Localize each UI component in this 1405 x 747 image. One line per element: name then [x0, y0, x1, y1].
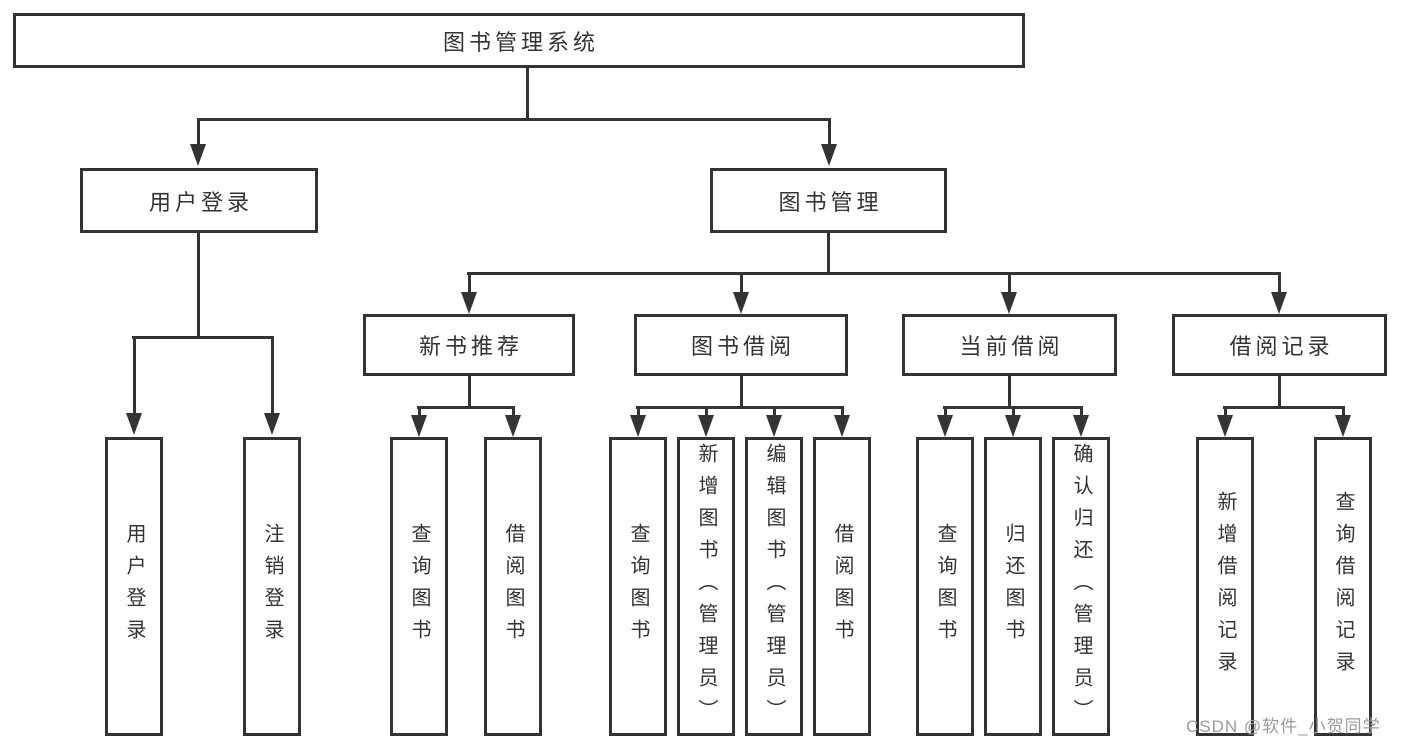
- leaf-bb-add-books-admin: 新增图书（管理员）: [677, 437, 735, 736]
- connector-vline: [636, 406, 640, 416]
- leaf-nbr-borrow-books: 借阅图书: [484, 437, 542, 736]
- arrow-down-icon: [126, 413, 142, 435]
- node-current-borrowing: 当前借阅: [902, 314, 1117, 376]
- connector-vline: [1223, 406, 1227, 416]
- node-label: 新增借阅记录: [1214, 490, 1236, 683]
- node-borrowing-records: 借阅记录: [1172, 314, 1387, 376]
- leaf-br-add-borrow-record: 新增借阅记录: [1196, 437, 1254, 736]
- connector-vline: [943, 406, 947, 416]
- arrow-down-icon: [766, 415, 782, 437]
- watermark: CSDN @软件_小贺同学: [1186, 717, 1381, 736]
- connector-vline: [467, 374, 471, 409]
- arrow-down-icon: [1005, 415, 1021, 437]
- node-book-borrowing: 图书借阅: [634, 314, 848, 376]
- node-label: 借阅图书: [831, 522, 853, 651]
- connector-vline: [704, 406, 708, 416]
- node-label: 新书推荐: [418, 334, 523, 359]
- node-label: 确认归还（管理员）: [1070, 442, 1092, 731]
- arrow-down-icon: [505, 415, 521, 437]
- connector-hline: [1223, 406, 1345, 409]
- node-label: 当前借阅: [959, 334, 1064, 359]
- leaf-br-query-borrow-record: 查询借阅记录: [1314, 437, 1372, 736]
- connector-vline: [827, 118, 831, 145]
- node-label: 新增图书（管理员）: [695, 442, 717, 731]
- connector-vline: [525, 66, 529, 120]
- arrow-down-icon: [190, 144, 206, 166]
- leaf-nbr-query-books: 查询图书: [390, 437, 448, 736]
- leaf-cb-query-books: 查询图书: [916, 437, 974, 736]
- leaf-bb-borrow-books: 借阅图书: [813, 437, 871, 736]
- arrow-down-icon: [733, 292, 749, 314]
- leaf-bb-query-books: 查询图书: [609, 437, 667, 736]
- connector-vline: [196, 118, 200, 145]
- node-user-login: 用户登录: [80, 168, 318, 233]
- connector-vline: [1341, 406, 1345, 416]
- connector-vline: [1079, 406, 1083, 416]
- connector-vline: [1278, 374, 1281, 409]
- connector-vline: [739, 272, 743, 293]
- connector-vline: [132, 336, 136, 414]
- arrow-down-icon: [821, 144, 837, 166]
- arrow-down-icon: [937, 415, 953, 437]
- node-label: 用户登录: [123, 522, 145, 651]
- arrow-down-icon: [1073, 415, 1089, 437]
- node-new-book-recommendation: 新书推荐: [363, 314, 575, 376]
- connector-hline: [467, 272, 1281, 275]
- node-book-management: 图书管理: [710, 168, 947, 233]
- arrow-down-icon: [1001, 292, 1017, 314]
- node-label: 查询借阅记录: [1332, 490, 1354, 683]
- connector-vline: [1008, 374, 1011, 409]
- arrow-down-icon: [1217, 415, 1233, 437]
- connector-hline: [636, 406, 844, 409]
- arrow-down-icon: [1271, 292, 1287, 314]
- arrow-down-icon: [834, 415, 850, 437]
- node-label: 归还图书: [1002, 522, 1024, 651]
- arrow-down-icon: [461, 292, 477, 314]
- node-root: 图书管理系统: [13, 13, 1025, 68]
- connector-vline: [511, 406, 515, 416]
- arrow-down-icon: [1335, 415, 1351, 437]
- leaf-bb-edit-books-admin: 编辑图书（管理员）: [745, 437, 803, 736]
- node-label: 查询图书: [408, 522, 430, 651]
- node-label: 注销登录: [261, 522, 283, 651]
- node-label: 查询图书: [627, 522, 649, 651]
- node-label: 借阅图书: [502, 522, 524, 651]
- connector-vline: [840, 406, 844, 416]
- arrow-down-icon: [630, 415, 646, 437]
- connector-hline: [417, 406, 515, 409]
- node-label: 编辑图书（管理员）: [763, 442, 785, 731]
- leaf-cb-confirm-return-admin: 确认归还（管理员）: [1052, 437, 1110, 736]
- connector-vline: [1007, 272, 1011, 293]
- arrow-down-icon: [411, 415, 427, 437]
- connector-vline: [1277, 272, 1281, 293]
- node-label: 用户登录: [148, 189, 253, 215]
- arrow-down-icon: [264, 413, 280, 435]
- connector-hline: [197, 118, 831, 121]
- connector-vline: [772, 406, 776, 416]
- connector-vline: [1011, 406, 1015, 416]
- node-label: 图书借阅: [690, 334, 795, 359]
- node-label: 图书管理: [778, 189, 883, 215]
- connector-hline: [132, 336, 274, 339]
- connector-vline: [196, 231, 200, 339]
- connector-vline: [826, 231, 830, 275]
- leaf-logout: 注销登录: [243, 437, 301, 736]
- leaf-cb-return-books: 归还图书: [984, 437, 1042, 736]
- node-label: 借阅记录: [1229, 334, 1334, 359]
- connector-vline: [417, 406, 421, 416]
- node-label: 图书管理系统: [442, 29, 599, 55]
- leaf-user-login: 用户登录: [105, 437, 163, 736]
- connector-vline: [467, 272, 471, 293]
- node-label: 查询图书: [934, 522, 956, 651]
- connector-vline: [739, 374, 743, 409]
- arrow-down-icon: [698, 415, 714, 437]
- connector-vline: [270, 336, 274, 414]
